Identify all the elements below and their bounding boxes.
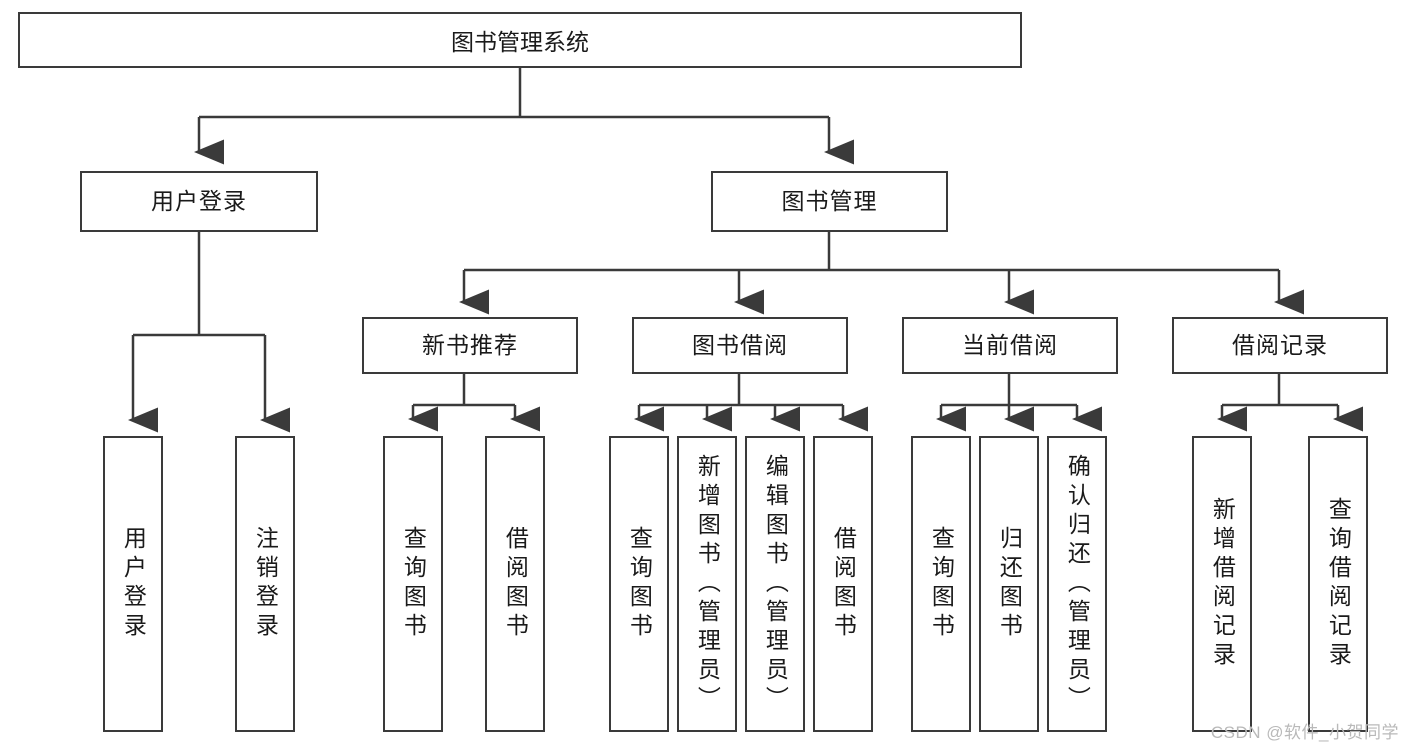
node-label: 图书管理系统: [451, 29, 589, 55]
leaf-query-books-current[interactable]: 查询图书: [911, 436, 971, 732]
node-label: 编辑图书（管理员）: [762, 453, 789, 715]
node-label: 注销登录: [252, 526, 279, 642]
node-label: 查询图书: [400, 526, 427, 642]
leaf-logout[interactable]: 注销登录: [235, 436, 295, 732]
node-label: 借阅图书: [830, 526, 857, 642]
node-label: 查询图书: [928, 526, 955, 642]
leaf-borrow-books[interactable]: 借阅图书: [813, 436, 873, 732]
leaf-query-borrow-record[interactable]: 查询借阅记录: [1308, 436, 1368, 732]
node-label: 归还图书: [996, 526, 1023, 642]
leaf-add-book-admin[interactable]: 新增图书（管理员）: [677, 436, 737, 732]
node-label: 查询借阅记录: [1325, 497, 1352, 671]
node-book-management[interactable]: 图书管理: [711, 171, 948, 232]
node-label: 当前借阅: [962, 331, 1058, 358]
csdn-watermark: CSDN @软件_小贺同学: [1210, 723, 1399, 742]
leaf-query-books-borrow[interactable]: 查询图书: [609, 436, 669, 732]
node-user-login[interactable]: 用户登录: [80, 171, 318, 232]
leaf-confirm-return-admin[interactable]: 确认归还（管理员）: [1047, 436, 1107, 732]
node-label: 新增图书（管理员）: [694, 453, 721, 715]
node-label: 新书推荐: [422, 331, 518, 358]
node-new-book-recommend[interactable]: 新书推荐: [362, 317, 578, 374]
leaf-borrow-books-recommend[interactable]: 借阅图书: [485, 436, 545, 732]
node-label: 查询图书: [626, 526, 653, 642]
node-label: 借阅图书: [502, 526, 529, 642]
leaf-return-books[interactable]: 归还图书: [979, 436, 1039, 732]
node-label: 图书借阅: [692, 331, 788, 358]
leaf-add-borrow-record[interactable]: 新增借阅记录: [1192, 436, 1252, 732]
node-label: 新增借阅记录: [1209, 497, 1236, 671]
leaf-edit-book-admin[interactable]: 编辑图书（管理员）: [745, 436, 805, 732]
node-label: 确认归还（管理员）: [1064, 453, 1091, 715]
node-label: 用户登录: [151, 187, 247, 214]
node-label: 图书管理: [781, 187, 878, 214]
node-root-system[interactable]: 图书管理系统: [18, 12, 1022, 68]
node-borrow-records[interactable]: 借阅记录: [1172, 317, 1388, 374]
node-book-borrow[interactable]: 图书借阅: [632, 317, 848, 374]
leaf-query-books-recommend[interactable]: 查询图书: [383, 436, 443, 732]
leaf-user-login[interactable]: 用户登录: [103, 436, 163, 732]
node-label: 借阅记录: [1232, 331, 1328, 358]
node-label: 用户登录: [120, 526, 147, 642]
node-current-borrow[interactable]: 当前借阅: [902, 317, 1118, 374]
